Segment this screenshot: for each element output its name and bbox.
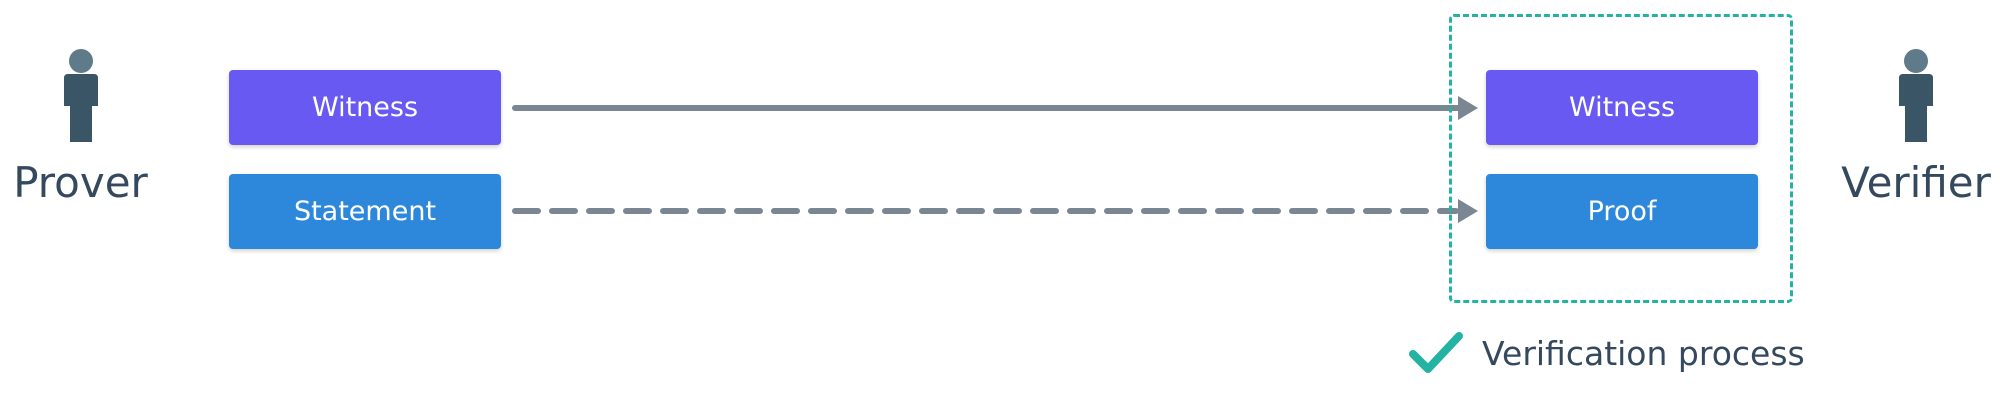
statement-proof-arrow	[512, 199, 1478, 223]
prover-witness-box: Witness	[229, 70, 501, 145]
prover-actor: Prover	[8, 48, 153, 204]
witness-arrow	[512, 96, 1478, 120]
verifier-person-icon	[1899, 49, 1933, 142]
check-icon	[1409, 332, 1463, 373]
prover-label: Prover	[13, 158, 148, 207]
verification-frame	[1449, 14, 1793, 303]
prover-person-icon	[63, 49, 98, 142]
verifier-witness-box: Witness	[1486, 70, 1758, 145]
legend-label: Verification process	[1482, 333, 1805, 373]
verifier-label: Verifier	[1841, 158, 1991, 207]
verifier-actor: Verifier	[1836, 48, 1996, 204]
prover-statement-box: Statement	[229, 174, 501, 249]
verification-legend: Verification process	[1408, 330, 1805, 376]
verifier-proof-box: Proof	[1486, 174, 1758, 249]
